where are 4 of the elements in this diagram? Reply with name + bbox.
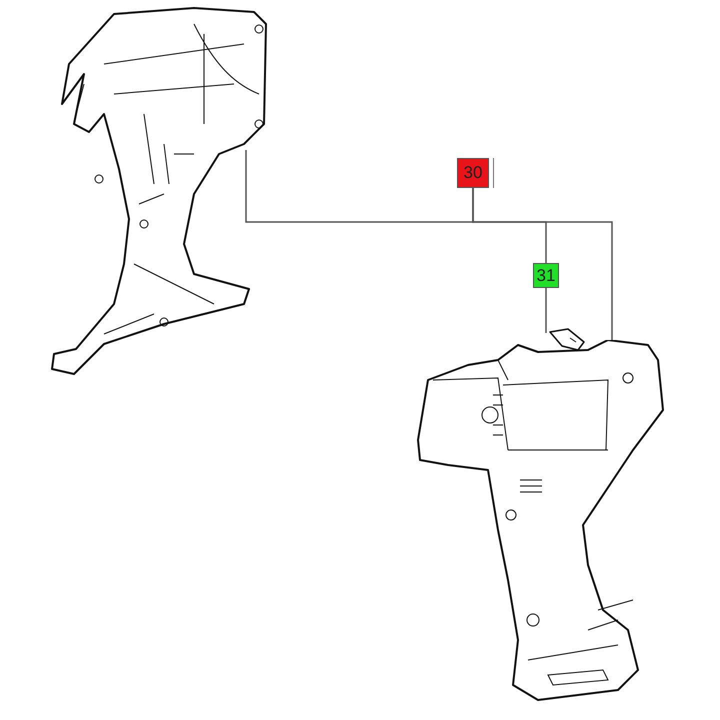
callout-number: 31 [533, 263, 559, 288]
leader-line [472, 188, 613, 340]
leader-line [545, 288, 547, 333]
leader-line [245, 150, 474, 223]
